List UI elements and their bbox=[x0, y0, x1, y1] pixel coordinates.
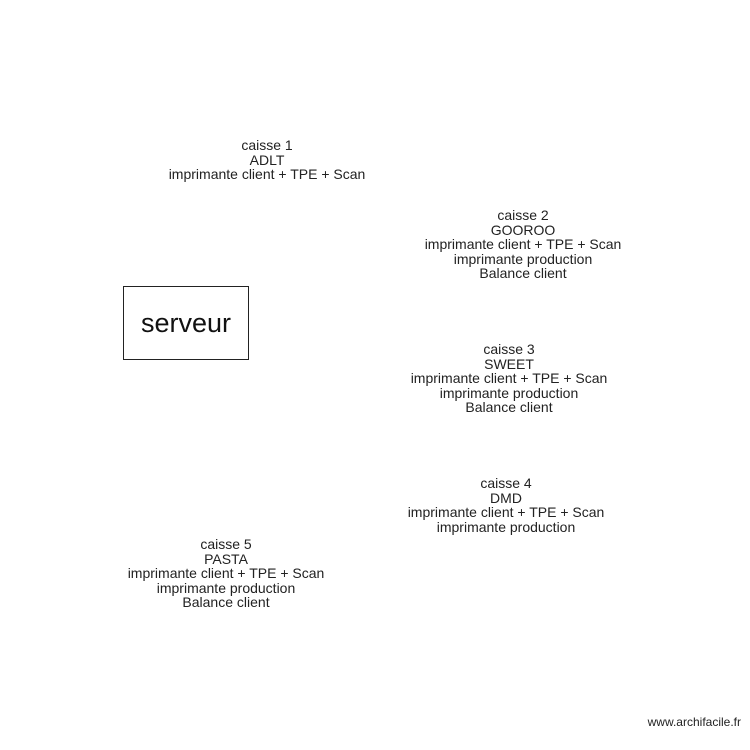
caisse-4-equipment-1: imprimante client + TPE + Scan bbox=[407, 504, 605, 521]
caisse-1-label: caisse 1 ADLT imprimante client + TPE + … bbox=[169, 138, 366, 182]
caisse-1-name: caisse 1 bbox=[241, 137, 293, 153]
caisse-4-brand: DMD bbox=[490, 489, 522, 506]
caisse-2-brand: GOOROO bbox=[490, 221, 556, 238]
caisse-2-equipment-1: imprimante client + TPE + Scan bbox=[424, 236, 622, 253]
caisse-3-brand: SWEET bbox=[484, 355, 534, 372]
caisse-4-equipment-2: imprimante production bbox=[436, 518, 576, 535]
caisse-3-label: caisse 3 SWEET imprimante client + TPE +… bbox=[411, 342, 608, 415]
caisse-5-label: caisse 5 PASTA imprimante client + TPE +… bbox=[128, 537, 325, 610]
caisse-5-brand: PASTA bbox=[204, 550, 248, 567]
server-box: serveur bbox=[123, 286, 249, 360]
caisse-3-name: caisse 3 bbox=[483, 341, 535, 357]
caisse-2-label: caisse 2 GOOROO imprimante client + TPE … bbox=[425, 208, 622, 281]
server-label: serveur bbox=[140, 307, 232, 338]
caisse-3-equipment-3: Balance client bbox=[465, 399, 553, 416]
caisse-4-name: caisse 4 bbox=[480, 475, 532, 491]
caisse-2-name: caisse 2 bbox=[497, 207, 549, 223]
caisse-5-equipment-3: Balance client bbox=[182, 594, 270, 611]
caisse-3-equipment-2: imprimante production bbox=[439, 384, 579, 401]
caisse-4-label: caisse 4 DMD imprimante client + TPE + S… bbox=[408, 476, 605, 534]
caisse-2-equipment-2: imprimante production bbox=[453, 250, 593, 267]
caisse-1-equipment-1: imprimante client + TPE + Scan bbox=[168, 166, 366, 183]
caisse-5-name: caisse 5 bbox=[200, 536, 252, 552]
watermark: www.archifacile.fr bbox=[647, 715, 741, 729]
caisse-1-brand: ADLT bbox=[249, 151, 285, 168]
caisse-3-equipment-1: imprimante client + TPE + Scan bbox=[410, 370, 608, 387]
caisse-5-equipment-2: imprimante production bbox=[156, 579, 296, 596]
caisse-2-equipment-3: Balance client bbox=[479, 265, 567, 282]
caisse-5-equipment-1: imprimante client + TPE + Scan bbox=[127, 565, 325, 582]
